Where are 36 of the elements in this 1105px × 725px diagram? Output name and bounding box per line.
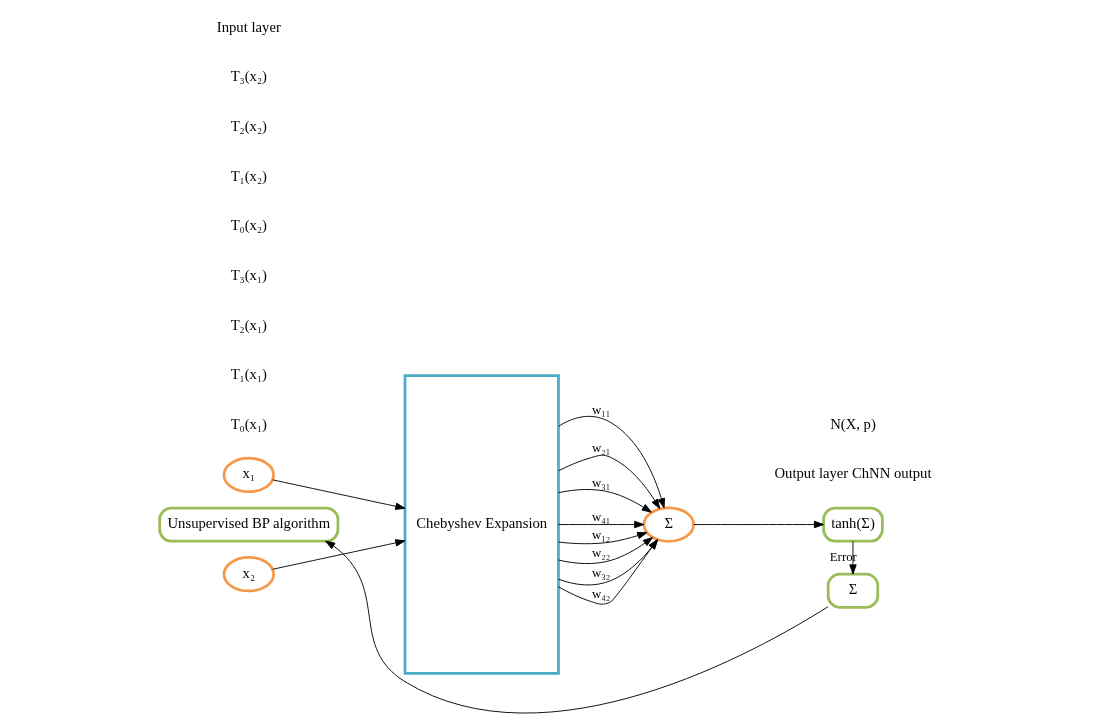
node-box: Unsupervised BP algorithm: [158, 506, 340, 543]
arrow: [558, 454, 661, 510]
edge-label: Error: [829, 550, 857, 565]
edge-label: w₂₂: [592, 545, 611, 560]
edge-label: w₁₁: [592, 402, 611, 417]
arrow: [558, 415, 666, 509]
node-label: Output layer ChNN output: [774, 465, 932, 482]
node-box: Chebyshev Expansion: [403, 374, 560, 675]
label: T₀(x₁): [230, 415, 267, 432]
label: T₁(x₁): [230, 366, 267, 383]
arrow: [558, 532, 648, 545]
edge-label: w₄₂: [592, 587, 611, 602]
node-box: tanh(Σ): [822, 506, 884, 543]
edge-label: w₃₂: [592, 566, 611, 581]
edge-label: w₂₁: [592, 441, 611, 456]
label: T₁(x₂): [230, 167, 267, 184]
edge-label: w₃₁: [592, 476, 611, 491]
label: T₂(x₁): [230, 316, 267, 333]
arrow: [693, 520, 824, 529]
edge-label: w₁₂: [592, 527, 611, 542]
node-label: N(X, p): [830, 415, 876, 432]
arrow: [558, 489, 652, 513]
label: T₀(x₂): [230, 217, 267, 234]
node-ellipse: x₁: [222, 456, 275, 494]
edge-label: w₄₁: [592, 510, 611, 525]
arrow: [849, 541, 857, 575]
arrow: [558, 537, 653, 564]
arrow: [272, 479, 406, 510]
label: Input layer: [216, 18, 281, 35]
label: T₃(x₂): [230, 68, 267, 85]
node-box: Σ: [826, 572, 880, 609]
arrow: [558, 520, 645, 529]
label: T₂(x₂): [230, 118, 267, 135]
label: T₃(x₁): [230, 266, 267, 283]
node-ellipse: x₂: [222, 556, 275, 593]
arrow: [272, 539, 406, 570]
